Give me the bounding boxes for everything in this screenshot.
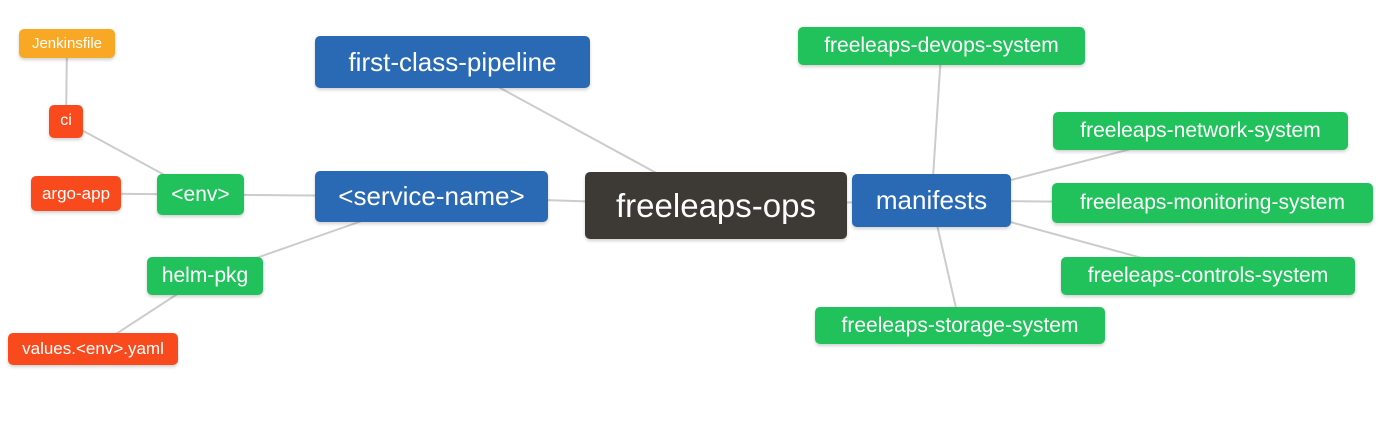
node-freeleaps-monitoring-system[interactable]: freeleaps-monitoring-system xyxy=(1052,183,1373,223)
node-manifests[interactable]: manifests xyxy=(852,174,1011,227)
node-label: freeleaps-ops xyxy=(616,186,816,224)
node-label: freeleaps-devops-system xyxy=(824,34,1059,57)
node-freeleaps-devops-system[interactable]: freeleaps-devops-system xyxy=(798,27,1085,65)
node-freeleaps-storage-system[interactable]: freeleaps-storage-system xyxy=(815,307,1105,344)
node-label: first-class-pipeline xyxy=(348,46,557,77)
node-label: <env> xyxy=(171,182,230,206)
node-first-class-pipeline[interactable]: first-class-pipeline xyxy=(315,36,590,88)
node-ci[interactable]: ci xyxy=(49,105,83,138)
node-freeleaps-ops[interactable]: freeleaps-ops xyxy=(585,172,847,239)
node-label: <service-name> xyxy=(338,181,525,211)
node-label: helm-pkg xyxy=(161,264,249,287)
node-label: freeleaps-monitoring-system xyxy=(1080,191,1345,214)
node-helm-pkg[interactable]: helm-pkg xyxy=(147,257,263,295)
node-label: values.<env>.yaml xyxy=(22,339,164,358)
node-jenkinsfile[interactable]: Jenkinsfile xyxy=(19,29,115,58)
node-label: freeleaps-storage-system xyxy=(841,313,1079,337)
node-values-env-yaml[interactable]: values.<env>.yaml xyxy=(8,333,178,365)
node-label: freeleaps-controls-system xyxy=(1087,264,1329,287)
node-env[interactable]: <env> xyxy=(157,174,244,215)
node-argo-app[interactable]: argo-app xyxy=(31,176,121,211)
node-label: ci xyxy=(60,112,72,129)
node-label: manifests xyxy=(875,185,988,215)
node-service-name[interactable]: <service-name> xyxy=(315,171,548,222)
node-label: freeleaps-network-system xyxy=(1080,119,1321,142)
node-freeleaps-controls-system[interactable]: freeleaps-controls-system xyxy=(1061,257,1355,295)
node-freeleaps-network-system[interactable]: freeleaps-network-system xyxy=(1053,112,1348,150)
node-label: Jenkinsfile xyxy=(31,34,103,52)
node-label: argo-app xyxy=(41,183,111,203)
